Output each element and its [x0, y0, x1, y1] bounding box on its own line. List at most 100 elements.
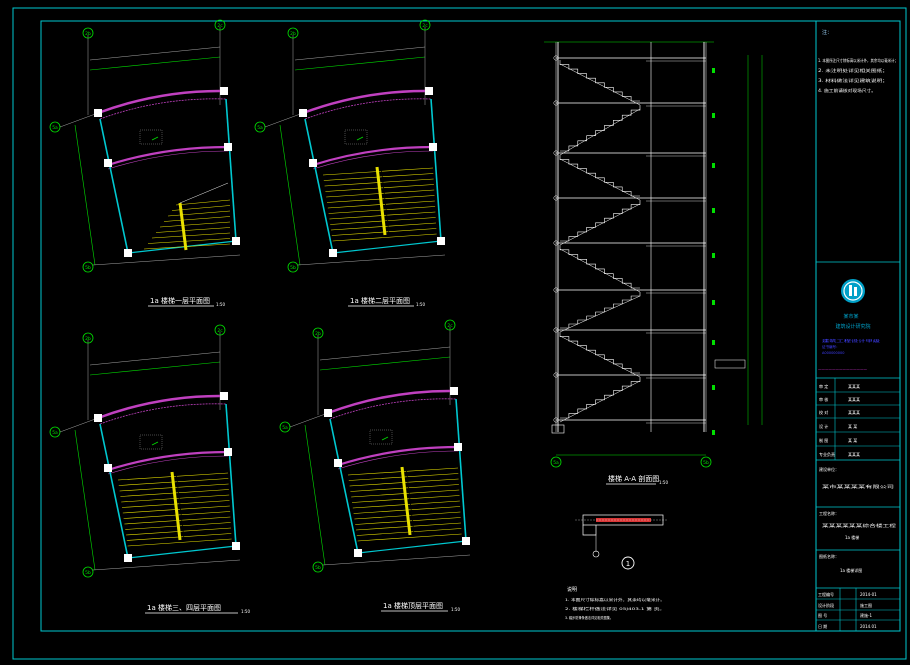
stair-tread [159, 221, 231, 228]
sign-table: 审 定 某某某 审 核 某某某 校 对 某某某 设 计 某 某 制 图 某 某 … [816, 378, 900, 461]
curved-wall-mid [107, 145, 229, 167]
curved-wall-inner [99, 98, 227, 120]
axis-bubble-side-bottom [287, 261, 299, 273]
curved-wall-outer [327, 389, 456, 415]
project-value: 某某某某某某综合楼工程 [822, 522, 896, 528]
axis-ref-top [294, 46, 426, 61]
meta-v-1: 2014-01 [860, 592, 877, 597]
detail-marker [621, 556, 635, 570]
plan-title-4: 1a 楼梯顶层平面图 [383, 601, 443, 610]
side-wall-left [99, 423, 129, 559]
bottom-wall [332, 240, 442, 254]
plan-scale-2: 1:50 [416, 302, 425, 307]
column-1 [94, 414, 102, 422]
cert-1: 建筑工程设计甲级 [822, 338, 881, 343]
axis-bubble-top-right [444, 319, 456, 331]
stair-handrail [170, 471, 182, 541]
side-wall-right [455, 398, 467, 542]
stair-tread [163, 216, 231, 222]
notes: 说明 1. 本图尺寸除标高以米计外，其余均以毫米计。 2. 楼梯栏杆做法详见 0… [565, 586, 665, 620]
axis-bubble-top-left [82, 332, 94, 344]
stair-tread [151, 232, 231, 239]
level-tag-3 [712, 163, 715, 168]
landing-marker-8 [553, 372, 559, 378]
sign-name-6: 某某某 [848, 451, 860, 457]
notes-heading: 说明 [567, 586, 577, 593]
curved-wall-outer [302, 89, 431, 115]
company-name-2: 建筑设计研究院 [835, 323, 870, 330]
curved-wall-mid-inner [337, 450, 459, 470]
axis-bubble-side-bottom-label: 5b [290, 265, 296, 271]
dim-line-left [74, 124, 96, 266]
section-title: 楼梯 A-A 剖面图 [608, 474, 659, 483]
column-2 [450, 387, 458, 395]
level-tag-4 [712, 208, 715, 213]
landing-marker-3 [553, 150, 559, 156]
column-6 [232, 542, 240, 550]
side-wall-right [225, 98, 237, 242]
landing-marker-2 [553, 100, 559, 106]
meta-k-4: 日 期 [818, 623, 827, 629]
owner-label: 建设单位： [819, 466, 839, 472]
inner-frame [40, 20, 901, 632]
dim-line-left [74, 429, 96, 571]
axis-bubble-top-right [214, 324, 226, 336]
axis-bubble-side-bottom-label: 5b [85, 265, 91, 271]
column-4 [454, 443, 462, 451]
tb-note-1: 1. 本图所注尺寸除标高以米计外，其余均以毫米计； [818, 57, 898, 63]
sign-role-3: 校 对 [819, 409, 828, 415]
tb-note-2: 2. 未注明处详见相关图纸； [818, 67, 888, 73]
curved-wall-inner [329, 398, 457, 420]
curved-wall-outer [97, 89, 226, 115]
arrow-mark [356, 136, 364, 141]
axis-bubble-top-right-label: 2c [447, 323, 453, 329]
arrow-mark [151, 441, 159, 446]
meta-table: 工程编号 2014-01 设计阶段 施工图 图 号 建施-1 日 期 2014.… [816, 588, 900, 631]
column-5 [124, 249, 132, 257]
curved-wall-mid-inner [312, 150, 434, 170]
detail-1: 1 [575, 514, 668, 570]
cert-2: 证书编号： [822, 344, 840, 349]
column-1 [94, 109, 102, 117]
note-3: 3. 踏步防滑条做法详见相关图集。 [565, 615, 613, 620]
axis-bubble-top-left [312, 327, 324, 339]
sign-name-1: 某某某 [848, 383, 860, 389]
level-tag-9 [712, 430, 715, 435]
stair-handrail [400, 466, 412, 536]
axis-bubble-side-bottom-label: 5b [315, 565, 321, 571]
sign-role-4: 设 计 [819, 423, 828, 429]
tb-note-4: 4. 施工前请核对现场尺寸。 [818, 87, 876, 93]
level-tag-8 [712, 385, 715, 390]
tb-note-3: 3. 材料做法详见建筑说明； [818, 77, 888, 83]
curved-wall-mid-inner [107, 150, 229, 170]
axis-bubble-top-right-label: 2c [217, 23, 223, 29]
column-6 [232, 237, 240, 245]
dim-line-top [294, 56, 426, 71]
side-wall-right [430, 98, 442, 242]
axis-bubble-side-top-label: 5a [52, 430, 58, 436]
axis-bubble-top-left-label: 2b [85, 31, 91, 37]
sign-role-5: 制 图 [819, 437, 828, 443]
axis-bubble-top-right [214, 19, 226, 31]
plan-titles: 1a 楼梯一层平面图 1:50 1a 楼梯二层平面图 1:50 1a 楼梯三、四… [145, 296, 460, 614]
meta-k-1: 工程编号 [818, 591, 834, 597]
axis-bubble-top-left [287, 27, 299, 39]
stair-handrail [178, 202, 188, 251]
axis-bubble-top-left-label: 2b [315, 331, 321, 337]
detail-marker-label: 1 [626, 560, 630, 568]
stair-handrail-gap [175, 470, 185, 540]
axis-ref-top [319, 346, 451, 361]
meta-k-2: 设计阶段 [818, 602, 834, 608]
side-wall-left [304, 118, 334, 254]
dim-line-top [89, 56, 221, 71]
axis-bubble-top-left [82, 27, 94, 39]
column-5 [124, 554, 132, 562]
column-2 [220, 87, 228, 95]
column-3 [334, 459, 342, 467]
sign-role-2: 审 核 [819, 396, 828, 402]
column-3 [309, 159, 317, 167]
title-block-notes: 1. 本图所注尺寸除标高以米计外，其余均以毫米计； 2. 未注明处详见相关图纸；… [818, 57, 898, 93]
